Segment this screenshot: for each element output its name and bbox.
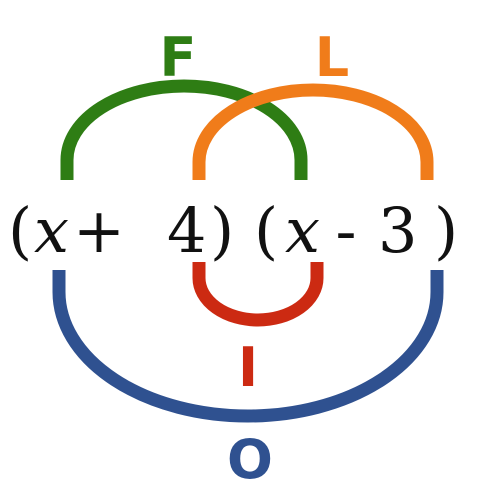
- plus-operator: +: [73, 194, 125, 267]
- last-label: L: [315, 26, 349, 89]
- inner-label: I: [238, 336, 258, 399]
- first-label: F: [160, 26, 197, 89]
- open-paren-1: (: [8, 194, 32, 267]
- constant-4: 4: [167, 194, 206, 267]
- variable-x-1: x: [34, 194, 69, 267]
- last-arc: [192, 83, 434, 180]
- inner-arc: [192, 262, 324, 327]
- open-paren-2: (: [254, 194, 278, 267]
- close-paren-2: ): [434, 194, 458, 267]
- close-paren-1: ): [210, 194, 234, 267]
- constant-3: 3: [378, 194, 417, 267]
- first-arc: [60, 79, 308, 180]
- minus-operator: -: [336, 194, 357, 267]
- variable-x-2: x: [285, 194, 320, 267]
- outer-arc: [52, 270, 444, 423]
- outer-label: O: [227, 428, 273, 491]
